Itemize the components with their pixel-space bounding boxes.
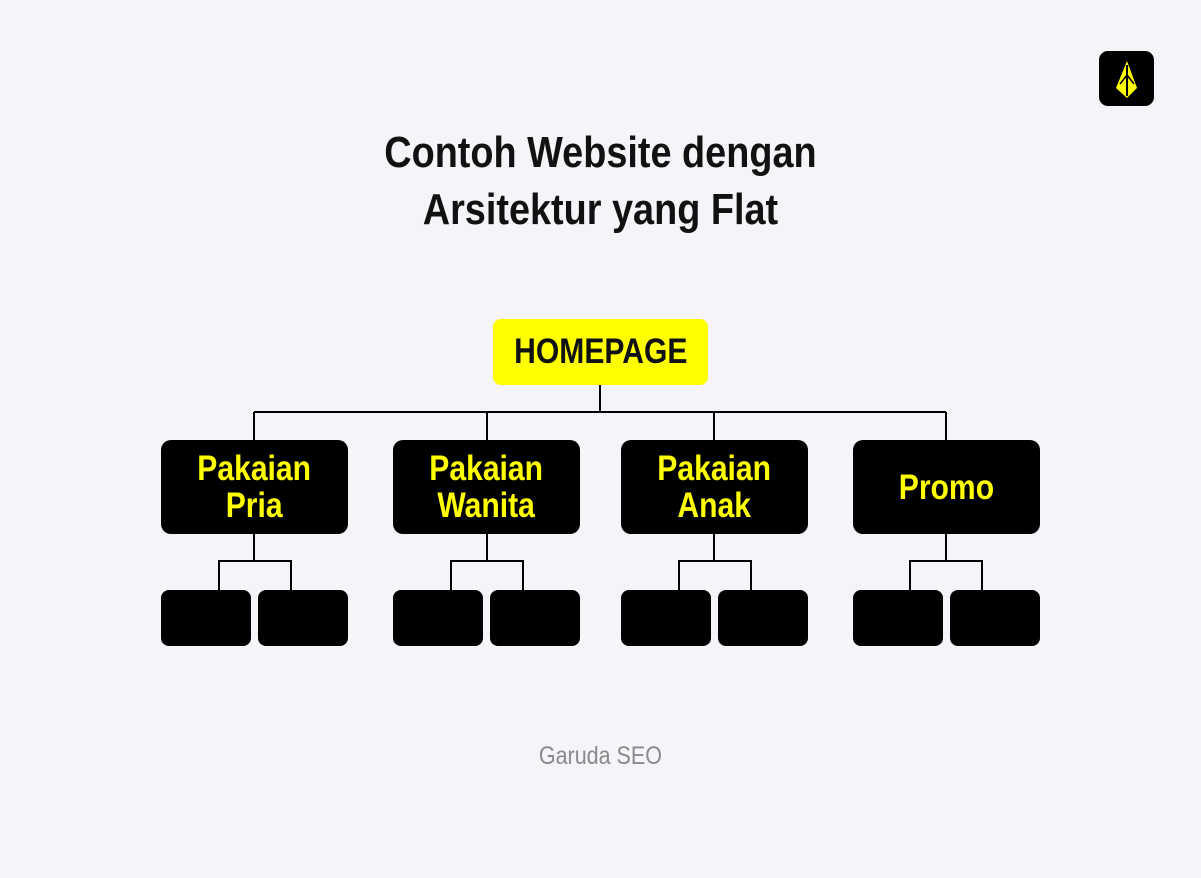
- sub-connector-pria: [218, 534, 292, 590]
- category-node-pakaian-pria: Pakaian Pria: [161, 440, 348, 534]
- garuda-seo-logo-icon: [1099, 51, 1154, 106]
- homepage-node: HOMEPAGE: [493, 319, 708, 385]
- category-label: Promo: [898, 467, 995, 507]
- subpage-node: [393, 590, 483, 646]
- category-node-pakaian-anak: Pakaian Anak: [621, 440, 808, 534]
- title-line-2: Arsitektur yang Flat: [422, 185, 779, 234]
- homepage-label: HOMEPAGE: [513, 332, 688, 371]
- sub-connector-promo: [909, 534, 983, 590]
- credit-text: Garuda SEO: [538, 742, 662, 770]
- subpage-node: [621, 590, 711, 646]
- subpage-node: [258, 590, 348, 646]
- sub-connector-wanita: [450, 534, 524, 590]
- subpage-node: [161, 590, 251, 646]
- category-node-promo: Promo: [853, 440, 1040, 534]
- sub-connector-anak: [678, 534, 752, 590]
- title-line-1: Contoh Website dengan: [384, 128, 817, 177]
- subpage-node: [490, 590, 580, 646]
- subpage-node: [718, 590, 808, 646]
- category-label: Pakaian Pria: [197, 449, 312, 525]
- subpage-node: [950, 590, 1040, 646]
- category-label: Pakaian Anak: [657, 449, 772, 525]
- category-label: Pakaian Wanita: [429, 449, 544, 525]
- category-node-pakaian-wanita: Pakaian Wanita: [393, 440, 580, 534]
- diagram-title: Contoh Website dengan Arsitektur yang Fl…: [84, 124, 1117, 238]
- subpage-node: [853, 590, 943, 646]
